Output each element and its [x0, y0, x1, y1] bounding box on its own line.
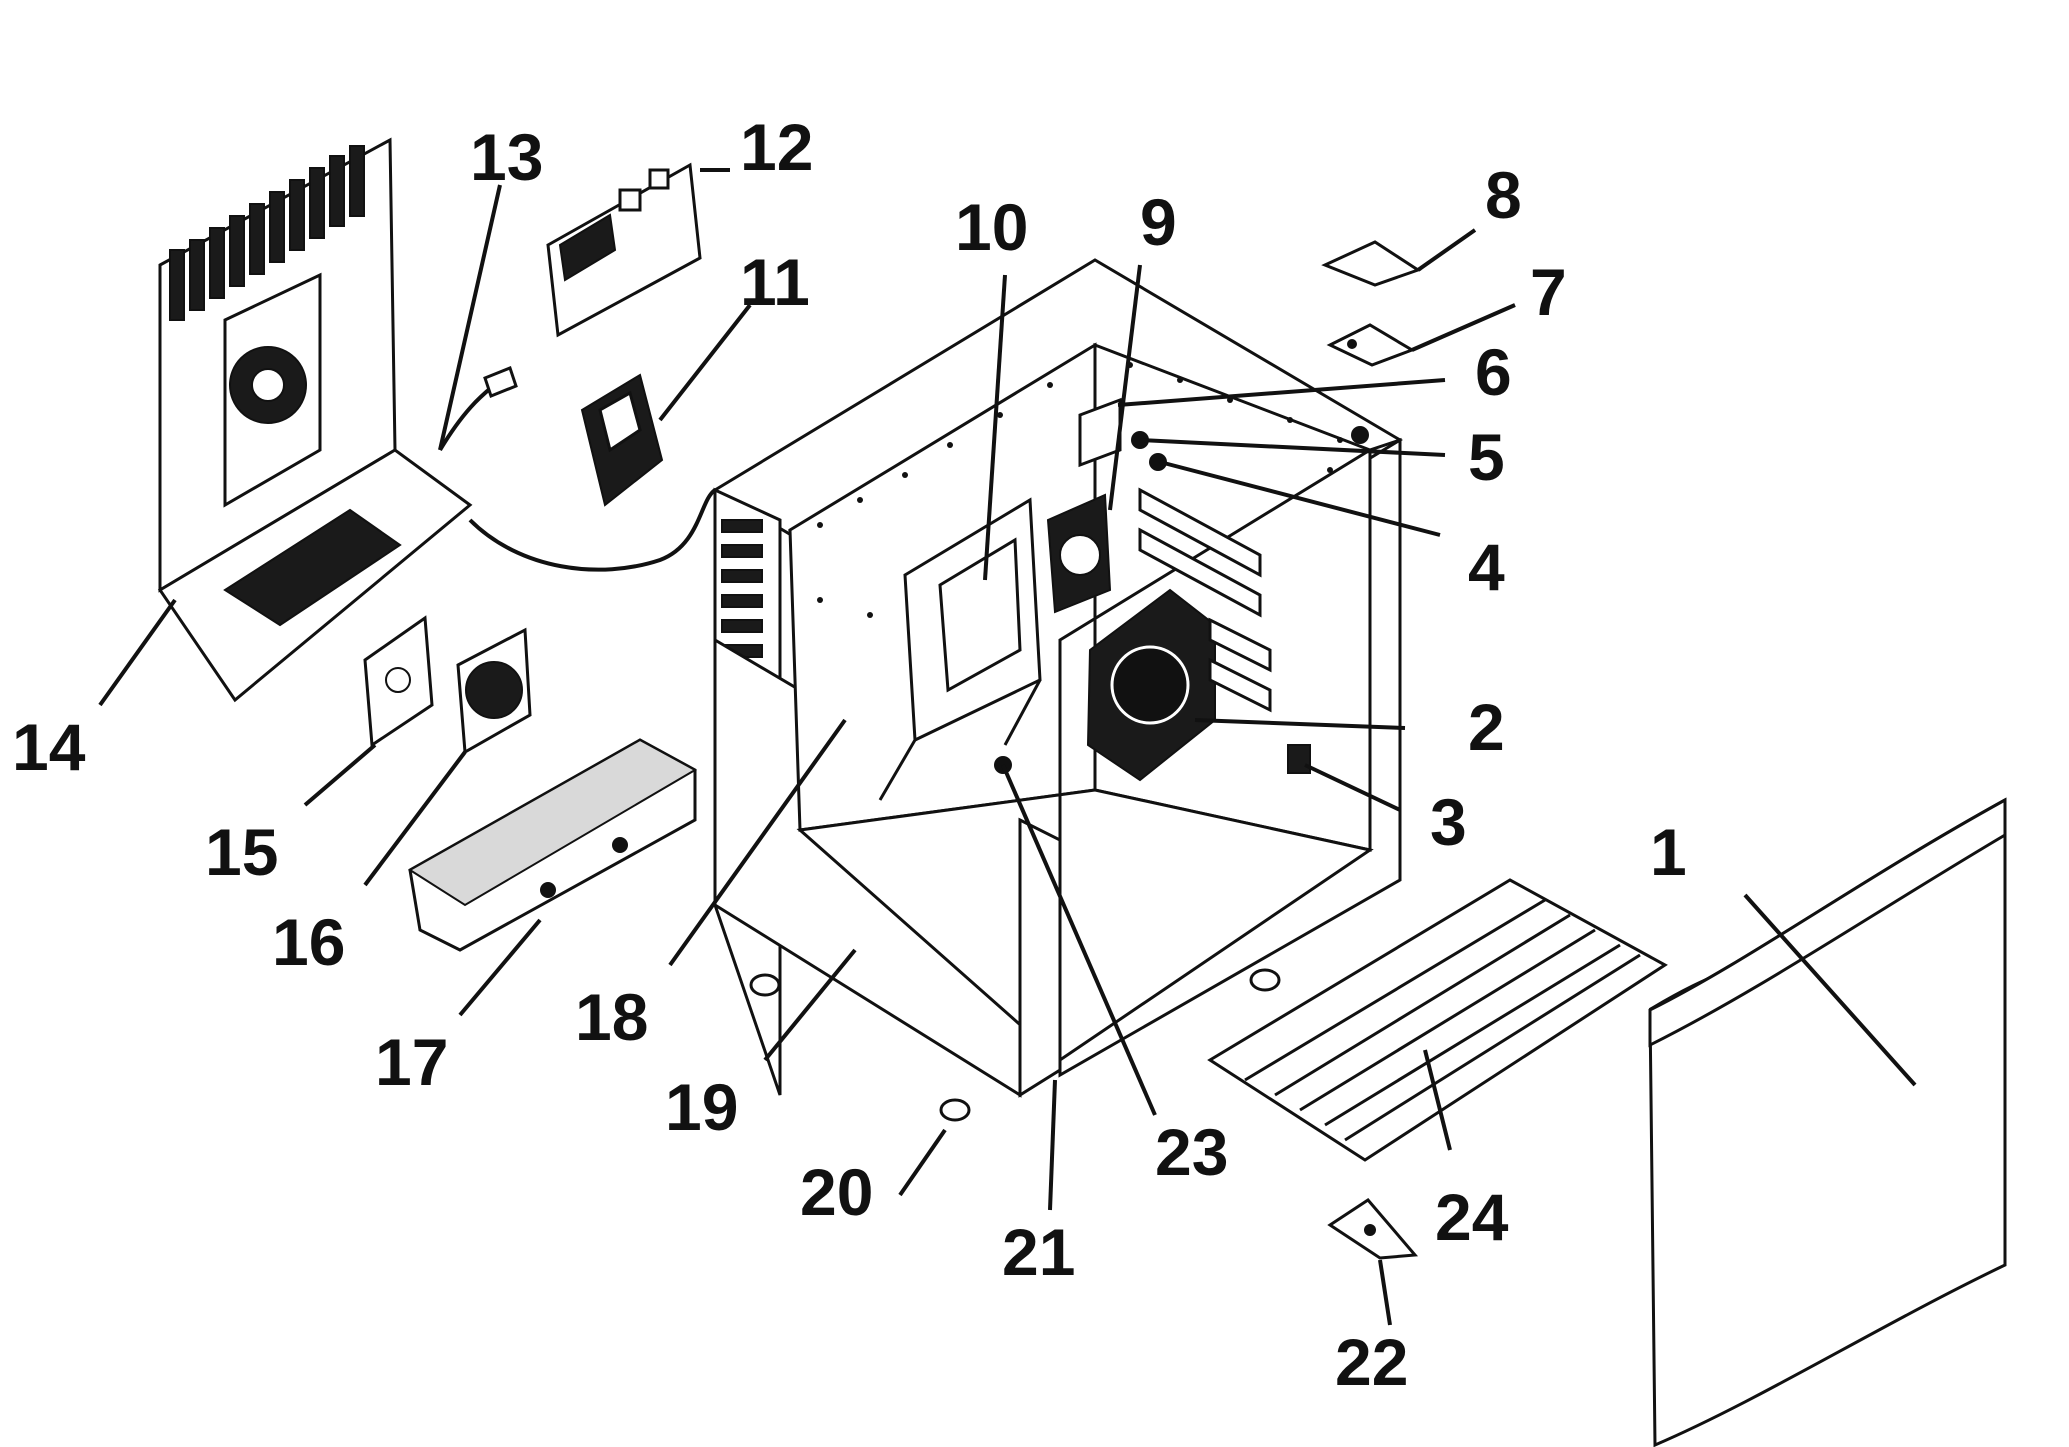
part-label-22: 22 — [1335, 1325, 1408, 1399]
part-label-17: 17 — [375, 1025, 448, 1099]
main-fan-assembly-part — [1086, 588, 1216, 782]
door-part — [1648, 797, 2007, 1447]
part-number-labels: 1 2 3 4 5 6 7 8 9 10 11 12 13 14 15 16 1… — [12, 110, 1687, 1399]
part-label-14: 14 — [12, 710, 86, 784]
mounting-bracket-part — [363, 615, 434, 748]
part-label-5: 5 — [1468, 420, 1505, 494]
wire-shelf-part — [1207, 878, 1668, 1162]
part-label-19: 19 — [665, 1070, 738, 1144]
side-wall-vents — [721, 519, 763, 683]
top-hinge-part — [1321, 240, 1422, 367]
part-label-24: 24 — [1435, 1180, 1509, 1254]
power-plug — [483, 366, 518, 398]
part-label-10: 10 — [955, 190, 1028, 264]
part-label-11: 11 — [740, 245, 810, 319]
hinge-hardware-part — [1078, 397, 1369, 471]
part-label-2: 2 — [1468, 690, 1505, 764]
small-fan-part — [456, 627, 532, 755]
part-label-13: 13 — [470, 120, 543, 194]
part-label-16: 16 — [272, 905, 345, 979]
shelf-guides — [1138, 487, 1272, 713]
cabinet-body-part — [712, 258, 1403, 1098]
rear-fan-part — [1046, 493, 1112, 614]
part-label-23: 23 — [1155, 1115, 1228, 1189]
circuit-board-part — [546, 162, 702, 338]
bottom-hinge-part — [1327, 1198, 1419, 1260]
part-label-3: 3 — [1430, 785, 1467, 859]
leader-lines — [98, 168, 1917, 1326]
part-label-12: 12 — [740, 110, 813, 184]
part-label-9: 9 — [1140, 185, 1177, 259]
thermostat-knob-part — [1287, 744, 1311, 774]
part-label-18: 18 — [575, 980, 648, 1054]
part-label-1: 1 — [1650, 815, 1687, 889]
part-label-6: 6 — [1475, 335, 1512, 409]
part-label-4: 4 — [1468, 530, 1505, 604]
back-panel-part — [157, 137, 473, 703]
heat-sink-part — [580, 373, 664, 507]
power-cable-part — [438, 378, 717, 572]
part-label-7: 7 — [1530, 255, 1567, 329]
part-label-8: 8 — [1485, 158, 1522, 232]
back-panel-vents — [169, 145, 365, 321]
leveling-foot-part — [749, 968, 1281, 1122]
part-label-20: 20 — [800, 1155, 873, 1229]
part-label-15: 15 — [205, 815, 278, 889]
part-label-21: 21 — [1002, 1215, 1075, 1289]
drip-tray-part — [408, 738, 698, 952]
